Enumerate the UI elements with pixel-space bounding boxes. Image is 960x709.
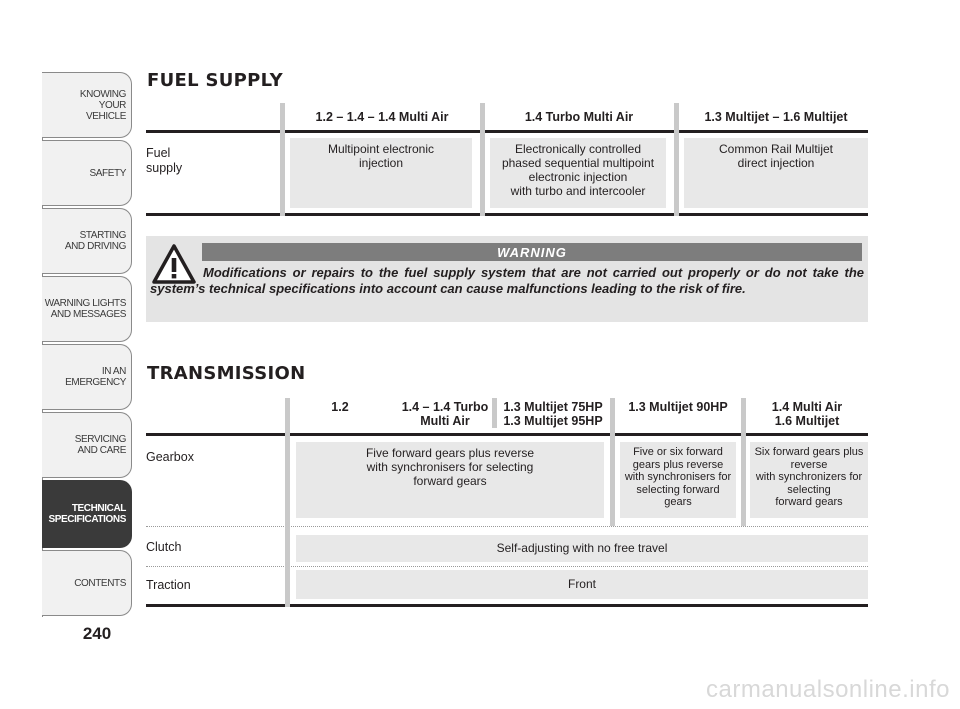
trans-col-head-3: 1.3 Multijet 75HP 1.3 Multijet 95HP bbox=[503, 400, 603, 428]
gearbox-label: Gearbox bbox=[146, 450, 194, 464]
trans-col-head-1: 1.2 bbox=[331, 400, 349, 414]
fuel-divider-3 bbox=[674, 103, 679, 216]
fuel-col-head-3: 1.3 Multijet – 1.6 Multijet bbox=[704, 110, 848, 124]
fuel-table-top-rule bbox=[146, 130, 868, 133]
fuel-cell-turbo: Electronically controlled phased sequent… bbox=[490, 138, 666, 208]
fuel-col-head-1: 1.2 – 1.4 – 1.4 Multi Air bbox=[315, 110, 449, 124]
fuel-col-head-2: 1.4 Turbo Multi Air bbox=[524, 110, 634, 124]
trans-row-separator-2 bbox=[146, 566, 868, 567]
trans-table-bottom-rule bbox=[146, 604, 868, 607]
trans-col-head-2: 1.4 – 1.4 Turbo Multi Air bbox=[401, 400, 489, 428]
trans-table-top-rule bbox=[146, 433, 868, 436]
trans-divider-left bbox=[285, 398, 290, 607]
gearbox-cell-six-forward: Six forward gears plus reverse with sync… bbox=[750, 442, 868, 518]
gearbox-cell-five-or-six: Five or six forward gears plus reverse w… bbox=[620, 442, 736, 518]
sidebar-tab-in-an-emergency[interactable]: IN AN EMERGENCY bbox=[42, 344, 132, 410]
page-number: 240 bbox=[82, 624, 112, 643]
fuel-cell-multijet: Common Rail Multijet direct injection bbox=[684, 138, 868, 208]
fuel-supply-title: FUEL SUPPLY bbox=[147, 70, 283, 91]
trans-col-head-5: 1.4 Multi Air 1.6 Multijet bbox=[771, 400, 843, 428]
trans-divider-c bbox=[741, 398, 746, 526]
fuel-divider-1 bbox=[280, 103, 285, 216]
trans-row-separator-1 bbox=[146, 526, 868, 527]
warning-text: Modifications or repairs to the fuel sup… bbox=[150, 265, 864, 296]
warning-heading: WARNING bbox=[202, 243, 862, 261]
clutch-cell: Self-adjusting with no free travel bbox=[296, 535, 868, 562]
fuel-table-bottom-rule bbox=[146, 213, 868, 216]
trans-divider-b bbox=[610, 398, 615, 526]
sidebar-tab-warning-lights[interactable]: WARNING LIGHTS AND MESSAGES bbox=[42, 276, 132, 342]
fuel-cell-multipoint: Multipoint electronic injection bbox=[290, 138, 472, 208]
sidebar-tab-technical-specifications[interactable]: TECHNICAL SPECIFICATIONS bbox=[42, 480, 132, 548]
traction-label: Traction bbox=[146, 578, 191, 592]
fuel-divider-2 bbox=[480, 103, 485, 216]
gearbox-cell-five-forward: Five forward gears plus reverse with syn… bbox=[296, 442, 604, 518]
sidebar-tab-starting-and-driving[interactable]: STARTING AND DRIVING bbox=[42, 208, 132, 274]
sidebar-tab-contents[interactable]: CONTENTS bbox=[42, 550, 132, 616]
warning-triangle-icon bbox=[152, 244, 196, 284]
clutch-label: Clutch bbox=[146, 540, 182, 554]
watermark: carmanualsonline.info bbox=[706, 676, 950, 703]
transmission-title: TRANSMISSION bbox=[147, 363, 306, 384]
trans-col-head-4: 1.3 Multijet 90HP bbox=[628, 400, 728, 414]
fuel-row-label: Fuel supply bbox=[146, 146, 183, 175]
sidebar-tab-servicing-and-care[interactable]: SERVICING AND CARE bbox=[42, 412, 132, 478]
trans-divider-head-a bbox=[492, 398, 497, 428]
sidebar-tab-safety[interactable]: SAFETY bbox=[42, 140, 132, 206]
sidebar-tab-knowing-your-vehicle[interactable]: KNOWING YOUR VEHICLE bbox=[42, 72, 132, 138]
traction-cell: Front bbox=[296, 570, 868, 599]
